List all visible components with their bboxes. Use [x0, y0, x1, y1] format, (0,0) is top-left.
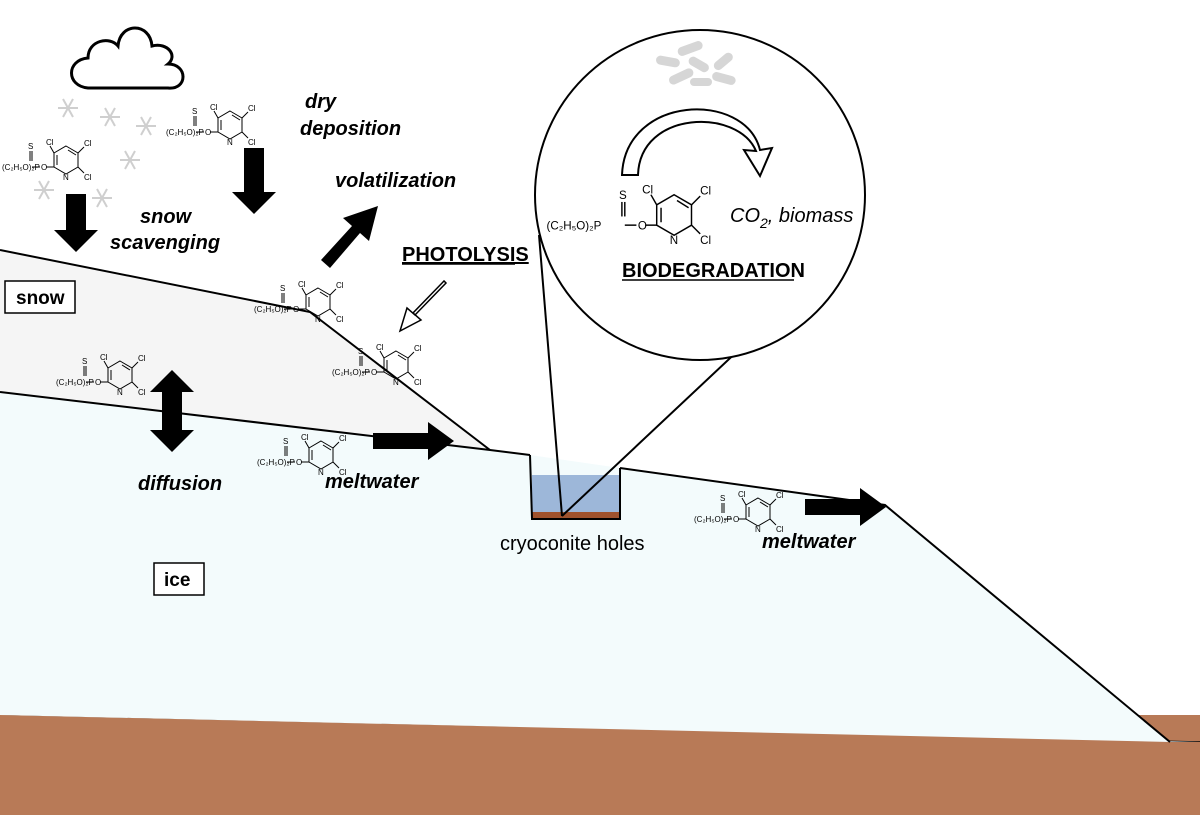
svg-text:O: O: [638, 220, 647, 233]
svg-text:Cl: Cl: [46, 138, 54, 147]
svg-text:O: O: [95, 378, 101, 387]
svg-text:Cl: Cl: [84, 139, 92, 148]
molecule-meltwater-right: Cl Cl Cl N S O (C₂H₅O)₂P: [694, 490, 784, 534]
svg-text:Cl: Cl: [248, 138, 256, 147]
svg-text:Cl: Cl: [776, 491, 784, 500]
cryoconite-hole: [529, 454, 621, 520]
bacteria-icon: [656, 41, 736, 86]
svg-text:(C₂H₅O)₂P: (C₂H₅O)₂P: [166, 128, 204, 137]
dry-deposition-arrow: [232, 148, 276, 214]
svg-text:O: O: [41, 163, 47, 172]
svg-text:Cl: Cl: [339, 468, 347, 477]
cryoconite-holes-label: cryoconite holes: [500, 533, 645, 555]
svg-text:S: S: [619, 189, 627, 202]
svg-text:Cl: Cl: [414, 378, 422, 387]
snow-scavenging-arrow: [54, 194, 98, 252]
svg-text:Cl: Cl: [298, 280, 306, 289]
svg-text:O: O: [296, 458, 302, 467]
molecule-photolysis: Cl Cl Cl N S O (C₂H₅O)₂P: [332, 343, 422, 387]
svg-text:S: S: [283, 437, 288, 446]
diffusion-label: diffusion: [138, 473, 222, 495]
photolysis-arrow: [398, 279, 448, 333]
meltwater-left-arrow: [373, 422, 454, 460]
svg-text:O: O: [205, 128, 211, 137]
svg-text:O: O: [293, 305, 299, 314]
snowflake-icon: [34, 98, 156, 208]
co2-biomass-label: CO2, biomass: [730, 205, 853, 231]
svg-text:snow: snow: [16, 288, 65, 309]
svg-text:(C₂H₅O)₂P: (C₂H₅O)₂P: [332, 368, 370, 377]
svg-text:Cl: Cl: [301, 433, 309, 442]
photolysis-label: PHOTOLYSIS: [402, 244, 529, 266]
svg-text:Cl: Cl: [138, 388, 146, 397]
meltwater-right-arrow: [805, 488, 886, 526]
svg-text:(C₂H₅O)₂P: (C₂H₅O)₂P: [547, 220, 602, 233]
svg-text:Cl: Cl: [248, 104, 256, 113]
zoom-callout: [534, 29, 866, 517]
diffusion-arrow: [150, 370, 194, 452]
svg-text:ice: ice: [164, 570, 190, 591]
molecule-snow-scavenging: Cl Cl Cl N S O (C₂H₅O)₂P: [2, 138, 92, 182]
svg-text:N: N: [63, 173, 69, 182]
snow-layer: [0, 250, 490, 450]
molecule-biodegradation: Cl Cl Cl N S O (C₂H₅O)₂P: [547, 183, 712, 247]
svg-text:N: N: [315, 315, 321, 324]
svg-text:Cl: Cl: [138, 354, 146, 363]
svg-text:(C₂H₅O)₂P: (C₂H₅O)₂P: [257, 458, 295, 467]
svg-text:(C₂H₅O)₂P: (C₂H₅O)₂P: [2, 163, 40, 172]
snow-box: snow: [4, 280, 76, 314]
svg-text:Cl: Cl: [100, 353, 108, 362]
svg-text:S: S: [358, 347, 363, 356]
ice-box: ice: [153, 562, 205, 596]
svg-text:Cl: Cl: [700, 234, 711, 247]
svg-text:N: N: [670, 234, 678, 247]
svg-text:O: O: [733, 515, 739, 524]
svg-text:O: O: [371, 368, 377, 377]
svg-text:Cl: Cl: [376, 343, 384, 352]
svg-text:S: S: [720, 494, 725, 503]
dry-deposition-label-2: deposition: [300, 118, 401, 140]
svg-text:Cl: Cl: [339, 434, 347, 443]
biodegradation-label: BIODEGRADATION: [622, 260, 805, 282]
svg-text:N: N: [755, 525, 761, 534]
meltwater-right-label: meltwater: [762, 531, 857, 553]
svg-text:N: N: [117, 388, 123, 397]
svg-text:Cl: Cl: [84, 173, 92, 182]
svg-text:(C₂H₅O)₂P: (C₂H₅O)₂P: [56, 378, 94, 387]
svg-text:S: S: [28, 142, 33, 151]
meltwater-left-label: meltwater: [325, 471, 420, 493]
svg-text:N: N: [393, 378, 399, 387]
svg-text:Cl: Cl: [738, 490, 746, 499]
svg-text:S: S: [192, 107, 197, 116]
svg-text:Cl: Cl: [700, 185, 711, 198]
snow-scavenging-label-1: snow: [140, 206, 193, 228]
molecule-snow-surface: Cl Cl Cl N S O (C₂H₅O)₂P: [254, 280, 344, 324]
dry-deposition-label-1: dry: [305, 91, 337, 113]
svg-text:(C₂H₅O)₂P: (C₂H₅O)₂P: [254, 305, 292, 314]
volatilization-arrow: [321, 206, 378, 268]
svg-text:Cl: Cl: [336, 315, 344, 324]
volatilization-label: volatilization: [335, 170, 456, 192]
cloud-icon: [70, 26, 185, 90]
svg-text:Cl: Cl: [414, 344, 422, 353]
svg-text:(C₂H₅O)₂P: (C₂H₅O)₂P: [694, 515, 732, 524]
svg-text:Cl: Cl: [642, 183, 653, 196]
molecule-meltwater-left: Cl Cl Cl N S O (C₂H₅O)₂P: [257, 433, 347, 477]
curved-arrow-icon: [620, 108, 774, 179]
svg-text:S: S: [280, 284, 285, 293]
snow-scavenging-label-2: scavenging: [110, 232, 220, 254]
svg-text:N: N: [318, 468, 324, 477]
molecule-diffusion: Cl Cl Cl N S O (C₂H₅O)₂P: [56, 353, 146, 397]
svg-text:N: N: [227, 138, 233, 147]
svg-text:S: S: [82, 357, 87, 366]
molecule-dry-deposition: Cl Cl Cl N S O (C₂H₅O)₂P: [166, 103, 256, 147]
svg-text:Cl: Cl: [210, 103, 218, 112]
svg-text:Cl: Cl: [776, 525, 784, 534]
svg-text:Cl: Cl: [336, 281, 344, 290]
